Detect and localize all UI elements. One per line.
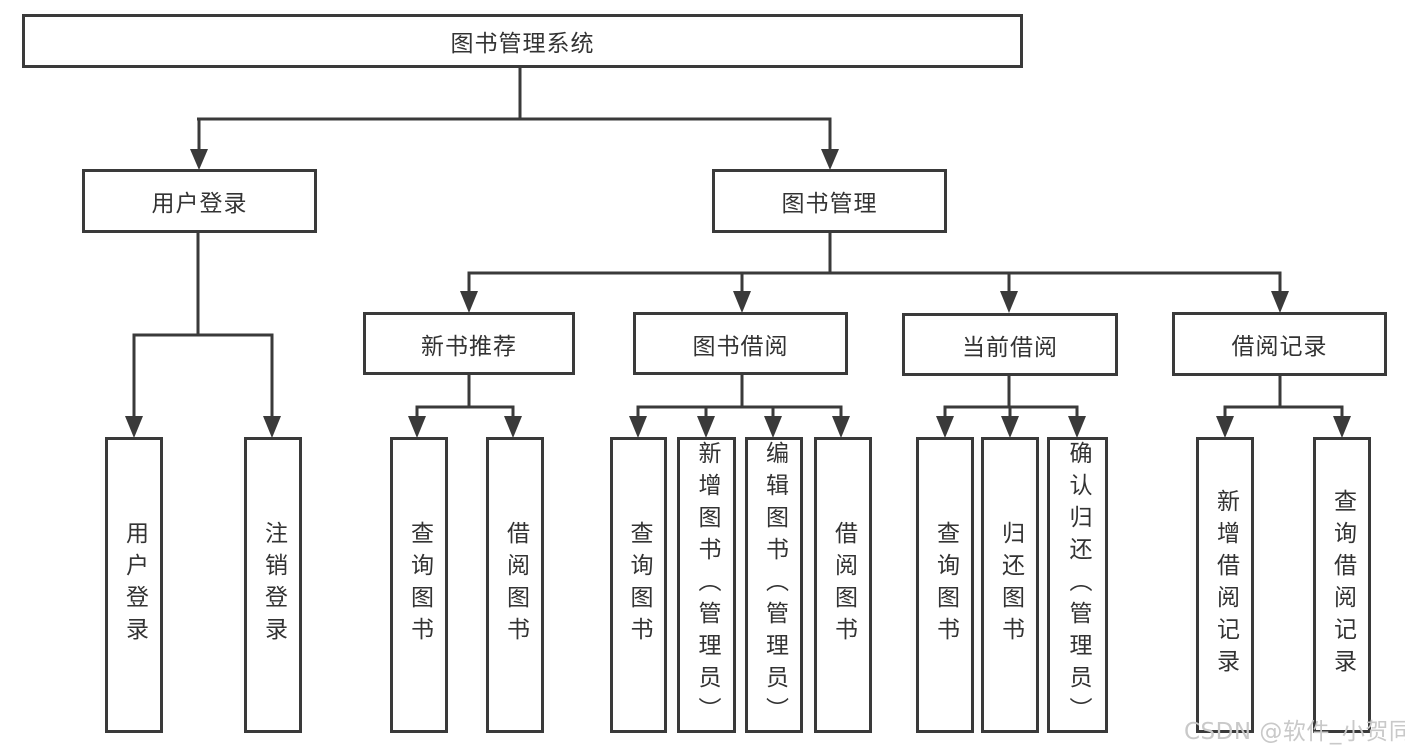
leaf-confirm-return-admin: 确认归还（管理员） — [1047, 437, 1108, 733]
leaf-label: 查询借阅记录 — [1329, 489, 1356, 681]
csdn-watermark: CSDN @软件_小贺同学 — [1184, 719, 1405, 745]
node-label: 用户登录 — [151, 191, 248, 217]
node-label: 图书管理系统 — [450, 31, 595, 57]
leaf-return-books: 归还图书 — [981, 437, 1039, 733]
leaf-user-login: 用户登录 — [105, 437, 163, 733]
leaf-label: 用户登录 — [121, 521, 148, 649]
leaf-logout: 注销登录 — [244, 437, 302, 733]
leaf-edit-books-admin: 编辑图书（管理员） — [745, 437, 803, 733]
node-current-borrow: 当前借阅 — [902, 313, 1118, 376]
node-label: 借阅记录 — [1231, 334, 1328, 360]
node-label: 当前借阅 — [962, 334, 1058, 361]
leaf-label: 查询图书 — [932, 521, 959, 649]
leaf-label: 归还图书 — [997, 521, 1024, 649]
connector-lines — [132, 68, 1344, 419]
arrowhead-icons — [125, 149, 1351, 438]
node-borrow-records: 借阅记录 — [1172, 312, 1387, 376]
leaf-label: 新增图书（管理员） — [694, 441, 720, 729]
leaf-query-books-borrow: 查询图书 — [610, 437, 667, 733]
node-book-borrow: 图书借阅 — [633, 312, 848, 375]
node-label: 图书借阅 — [692, 333, 789, 360]
leaf-label: 注销登录 — [260, 521, 287, 649]
node-new-book-recommend: 新书推荐 — [363, 312, 575, 375]
leaf-label: 新增借阅记录 — [1212, 489, 1239, 681]
leaf-label: 查询图书 — [406, 521, 433, 649]
leaf-add-borrow-record: 新增借阅记录 — [1196, 437, 1254, 733]
leaf-borrow-books: 借阅图书 — [814, 437, 872, 733]
leaf-query-books-recommend: 查询图书 — [390, 437, 448, 733]
leaf-label: 借阅图书 — [502, 521, 529, 649]
node-user-login: 用户登录 — [82, 169, 317, 233]
leaf-query-books-current: 查询图书 — [916, 437, 974, 733]
leaf-borrow-books-recommend: 借阅图书 — [486, 437, 544, 733]
leaf-add-books-admin: 新增图书（管理员） — [677, 437, 736, 733]
leaf-label: 借阅图书 — [830, 521, 857, 649]
leaf-query-borrow-record: 查询借阅记录 — [1313, 437, 1371, 733]
leaf-label: 编辑图书（管理员） — [761, 441, 788, 729]
node-library-system: 图书管理系统 — [22, 14, 1023, 68]
node-book-management: 图书管理 — [712, 169, 947, 233]
node-label: 新书推荐 — [421, 333, 517, 360]
node-label: 图书管理 — [781, 191, 878, 217]
leaf-label: 查询图书 — [626, 521, 652, 649]
leaf-label: 确认归还（管理员） — [1065, 441, 1091, 729]
